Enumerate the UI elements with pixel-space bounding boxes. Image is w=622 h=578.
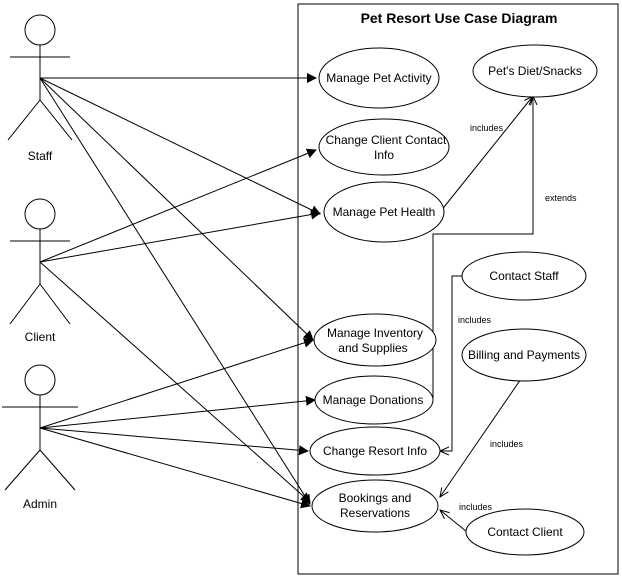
use-case-pets-diet-snacks: Pet's Diet/Snacks — [472, 44, 598, 98]
svg-text:Contact Staff: Contact Staff — [489, 269, 559, 283]
svg-text:Change Client Contact: Change Client Contact — [326, 133, 447, 147]
svg-text:Bookings and: Bookings and — [339, 491, 412, 505]
svg-text:Billing and Payments: Billing and Payments — [468, 348, 580, 362]
use-case-manage-pet-activity: Manage Pet Activity — [318, 47, 440, 109]
use-case-contact-staff: Contact Staff — [461, 251, 587, 301]
diagram-title: Pet Resort Use Case Diagram — [361, 10, 558, 26]
use-case-billing-payments: Billing and Payments — [461, 328, 587, 382]
svg-text:Manage Donations: Manage Donations — [323, 393, 424, 407]
includes-label-billing: includes — [490, 439, 524, 449]
svg-text:Pet's Diet/Snacks: Pet's Diet/Snacks — [488, 64, 582, 78]
svg-text:Info: Info — [374, 148, 394, 162]
includes-label-health-diet: includes — [470, 123, 504, 133]
relationship-lines — [432, 96, 533, 533]
actor-staff-label: Staff — [28, 149, 53, 163]
use-case-manage-pet-health: Manage Pet Health — [323, 181, 445, 243]
svg-text:Manage Pet Activity: Manage Pet Activity — [326, 71, 431, 85]
svg-text:Contact Client: Contact Client — [487, 525, 563, 539]
actor-admin-label: Admin — [23, 497, 57, 511]
actor-client-label: Client — [25, 330, 56, 344]
use-case-manage-donations: Manage Donations — [314, 375, 434, 425]
use-case-change-resort-info: Change Resort Info — [309, 426, 441, 476]
system-boundary — [297, 3, 619, 575]
svg-text:and Supplies: and Supplies — [338, 341, 407, 355]
svg-text:Change Resort Info: Change Resort Info — [323, 444, 427, 458]
actor-staff — [7, 14, 73, 141]
association-lines — [39, 73, 321, 509]
svg-text:Manage Inventory: Manage Inventory — [327, 326, 423, 340]
use-case-manage-inventory-supplies: Manage Inventory and Supplies — [313, 313, 437, 367]
includes-label-contact-client: includes — [459, 502, 493, 512]
use-case-change-client-contact-info: Change Client Contact Info — [318, 118, 450, 176]
use-case-bookings-reservations: Bookings and Reservations — [311, 479, 439, 533]
extends-label-donations-diet: extends — [545, 193, 577, 203]
use-case-contact-client: Contact Client — [465, 508, 585, 556]
svg-text:Manage Pet Health: Manage Pet Health — [333, 205, 436, 219]
includes-label-contact-staff: includes — [458, 315, 492, 325]
actor-client — [9, 198, 71, 325]
actor-admin — [2, 364, 78, 491]
svg-text:Reservations: Reservations — [340, 506, 410, 520]
